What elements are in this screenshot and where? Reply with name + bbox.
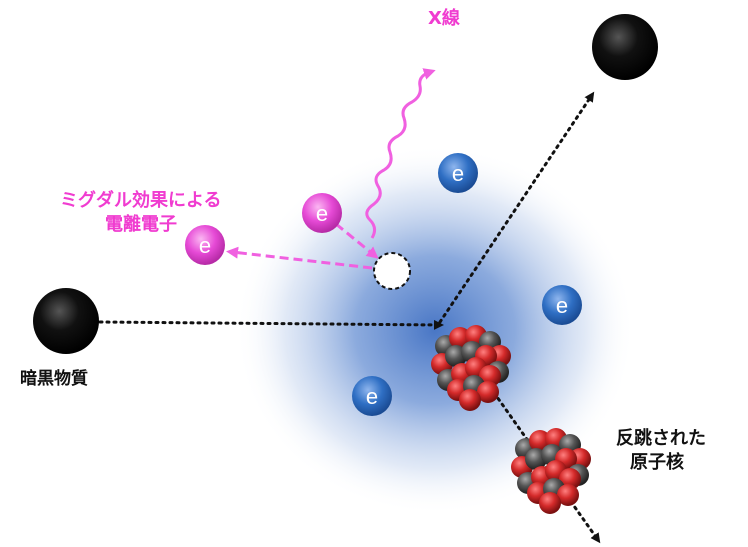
electron-symbol: e: [199, 233, 211, 258]
proton: [479, 365, 501, 387]
proton: [559, 468, 581, 490]
electron-pink-bound: e: [302, 193, 342, 233]
xray-path: [365, 68, 436, 239]
electron-cloud: [235, 145, 635, 515]
proton: [477, 381, 499, 403]
migdal-electron-path: [226, 246, 373, 270]
migdal-label-line2: 電離電子: [105, 214, 177, 235]
electron-to-hole-path: [335, 222, 379, 259]
electron-symbol: e: [556, 293, 568, 318]
migdal-ionized-electron: e: [185, 225, 225, 265]
dark-matter-particle: [33, 288, 99, 354]
electron-symbol: e: [316, 201, 328, 226]
recoil-label-line2: 原子核: [630, 452, 684, 473]
electron-blue-2: e: [542, 285, 582, 325]
dark-matter-label: 暗黒物質: [20, 369, 88, 389]
recoil-label-line1: 反跳された: [616, 428, 706, 449]
scattered-dark-matter-particle: [592, 14, 658, 80]
dark-matter-path: [98, 319, 444, 330]
proton: [539, 492, 561, 514]
electron-symbol: e: [366, 384, 378, 409]
proton: [557, 484, 579, 506]
electron-blue-1: e: [438, 153, 478, 193]
electron-blue-3: e: [352, 376, 392, 416]
electron-hole: [373, 252, 411, 290]
xray-label: X線: [428, 8, 460, 29]
electron-symbol: e: [452, 161, 464, 186]
migdal-label-line1: ミグダル効果による: [60, 190, 222, 211]
target-nucleus: [431, 325, 511, 411]
proton: [459, 389, 481, 411]
recoil-nucleus: [511, 428, 591, 514]
